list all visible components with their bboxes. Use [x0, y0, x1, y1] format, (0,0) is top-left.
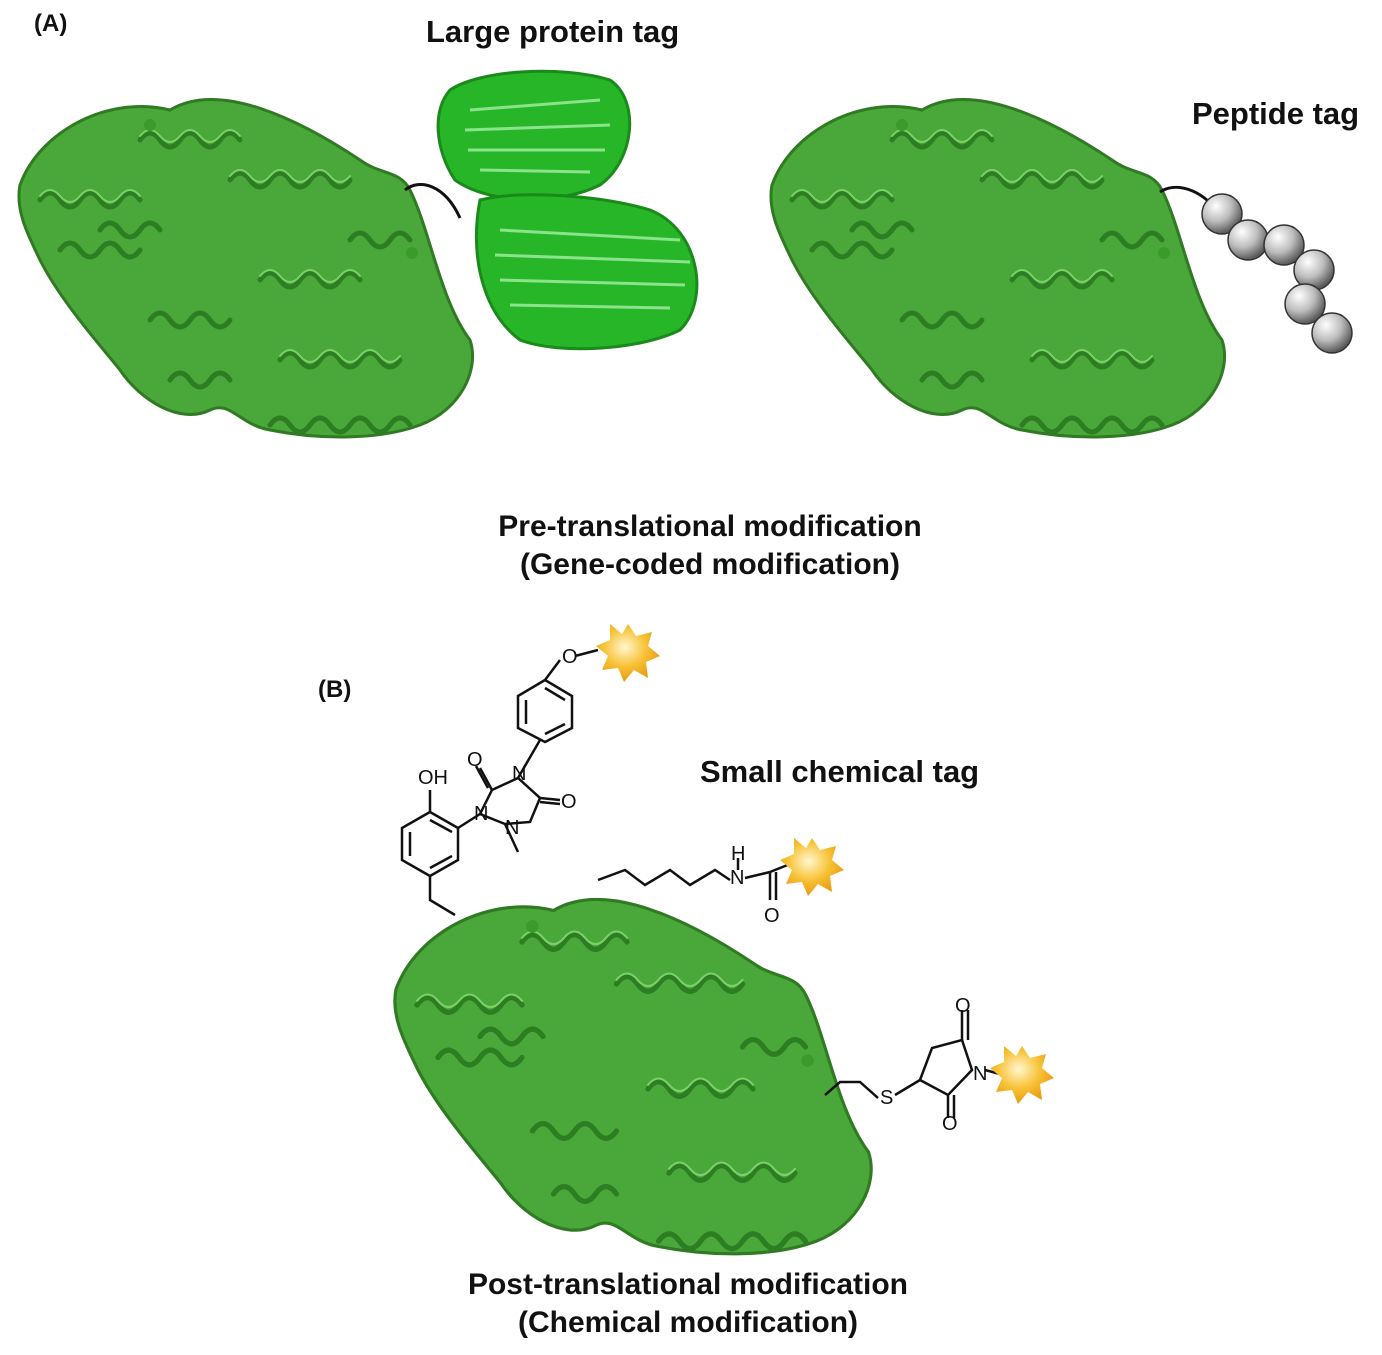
- atom-oh: OH: [418, 767, 448, 789]
- atom-o-carbonyl2: O: [561, 791, 577, 813]
- panel-a-caption-line2: (Gene-coded modification): [519, 548, 900, 581]
- atom-n3: N: [505, 817, 519, 839]
- large-protein-tag-label: Large protein tag: [426, 14, 680, 49]
- atom-h-amide: H: [731, 843, 745, 865]
- fluorophore-star-top: [596, 624, 660, 682]
- protein-structure-bottom: [395, 900, 871, 1254]
- protein-structure-right: [771, 100, 1225, 437]
- peptide-beads: [1201, 193, 1353, 354]
- linker-left: [404, 183, 462, 219]
- panel-b-letter: (B): [318, 676, 352, 703]
- atom-n1: N: [512, 763, 526, 785]
- gfp-dimer-tag: [436, 69, 699, 351]
- atom-s: S: [880, 1087, 893, 1109]
- fluorophore-star-bottom: [990, 1046, 1054, 1104]
- peptide-tag-label: Peptide tag: [1192, 96, 1360, 131]
- chemical-structures: [400, 648, 1001, 1118]
- panel-a-letter: (A): [34, 10, 68, 37]
- atom-o-imide1: O: [955, 995, 971, 1017]
- protein-structure-left: [19, 100, 473, 437]
- panel-b-caption-line1: Post-translational modification: [467, 1268, 909, 1301]
- fluorophore-star-middle: [780, 838, 844, 896]
- atom-o-ether: O: [562, 646, 578, 668]
- atom-n2: N: [474, 803, 488, 825]
- atom-n-imide: N: [973, 1063, 987, 1085]
- panel-b-caption-line2: (Chemical modification): [517, 1306, 859, 1339]
- atom-o-amide: O: [764, 905, 780, 927]
- small-chemical-tag-label: Small chemical tag: [700, 754, 980, 789]
- atom-n-amide: N: [730, 867, 744, 889]
- atom-o-carbonyl1: O: [467, 749, 483, 771]
- atom-o-imide2: O: [942, 1113, 958, 1135]
- panel-a-caption-line1: Pre-translational modification: [498, 510, 922, 543]
